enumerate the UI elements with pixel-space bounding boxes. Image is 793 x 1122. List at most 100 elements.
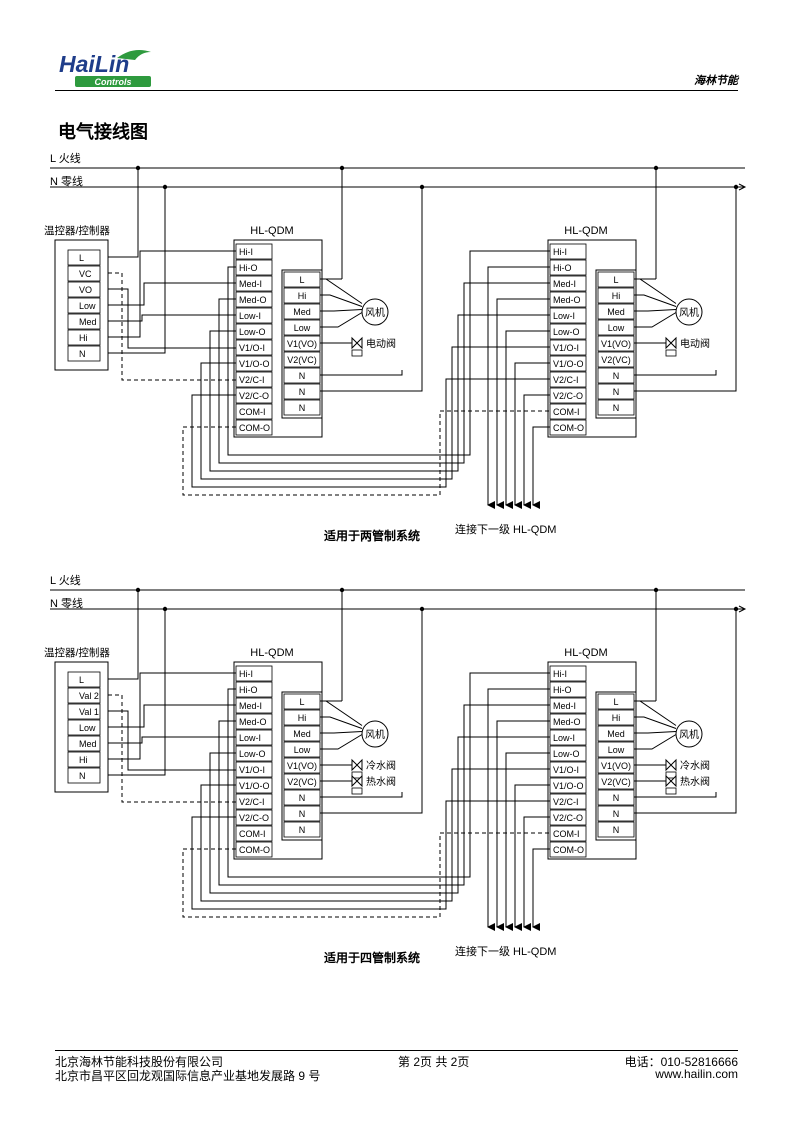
next-stage-wire bbox=[532, 426, 550, 509]
chain-wire bbox=[200, 346, 550, 480]
module-left-terminal-label: V1/O-O bbox=[553, 359, 584, 369]
fan-icon bbox=[361, 298, 389, 326]
junction-dot bbox=[162, 184, 168, 190]
fan-wire bbox=[320, 731, 363, 734]
module-left-terminal-label: V2/C-I bbox=[239, 375, 265, 385]
controller-speed-wire bbox=[108, 672, 236, 760]
module-right-terminal-label: Hi bbox=[612, 291, 621, 301]
next-stage-label: 连接下一级 HL-QDM bbox=[455, 945, 556, 958]
module-left-terminal-label: V2/C-I bbox=[553, 797, 579, 807]
module-left-terminal-label: Hi-I bbox=[553, 247, 567, 257]
module-left-terminal-label: Med-O bbox=[239, 295, 267, 305]
controller-terminal-label: N bbox=[79, 349, 86, 359]
module-right-terminal bbox=[283, 821, 321, 838]
hailin-logo: HaiLin Controls bbox=[59, 50, 151, 87]
fan-wire bbox=[320, 278, 363, 304]
controller-terminal bbox=[67, 767, 101, 784]
module-left-terminal-label: Med-I bbox=[239, 279, 262, 289]
neutral-line-arrow-icon bbox=[738, 605, 747, 613]
header-rule bbox=[55, 90, 738, 91]
junction-dot bbox=[339, 165, 345, 171]
module-right-terminal-label: Hi bbox=[298, 713, 307, 723]
module-left-terminal-label: Hi-I bbox=[239, 669, 253, 679]
module-left-terminal-label: V1/O-I bbox=[239, 765, 265, 775]
controller-terminal-label: Hi bbox=[79, 333, 88, 343]
module-left-terminal-label: V1/O-O bbox=[553, 781, 584, 791]
controller-title: 温控器/控制器 bbox=[44, 646, 110, 659]
junction-dot bbox=[733, 606, 739, 612]
controller-speed-wire bbox=[108, 314, 236, 322]
module-left-terminal-label: COM-I bbox=[239, 407, 266, 417]
valve-actuator-icon bbox=[665, 771, 677, 779]
module-left-terminal-label: Hi-O bbox=[239, 263, 258, 273]
controller-terminal bbox=[67, 703, 101, 720]
module-left-terminal-label: COM-O bbox=[553, 423, 584, 433]
chain-wire bbox=[182, 832, 550, 918]
module-right-terminal-label: Low bbox=[608, 745, 625, 755]
controller-terminal bbox=[67, 345, 101, 362]
logo-leaf-icon bbox=[117, 50, 151, 60]
next-stage-label: 连接下一级 HL-QDM bbox=[455, 523, 556, 536]
module-left-terminal-label: Low-I bbox=[553, 733, 575, 743]
junction-dot bbox=[339, 587, 345, 593]
valve-label: 电动阀 bbox=[366, 337, 396, 350]
module-left-terminal-label: Hi-I bbox=[239, 247, 253, 257]
module-left-terminal-label: Hi-O bbox=[553, 263, 572, 273]
module-right-terminal-label: N bbox=[299, 387, 306, 397]
controller-terminal-label: N bbox=[79, 771, 86, 781]
fan-icon bbox=[675, 720, 703, 748]
module-left-terminal-label: Hi-O bbox=[553, 685, 572, 695]
controller-terminal-label: VO bbox=[79, 285, 92, 295]
controller-terminal bbox=[67, 671, 101, 688]
diagram-caption: 适用于四管制系统 bbox=[324, 950, 420, 965]
controller-speed-wire bbox=[108, 704, 236, 728]
module-left-terminal-label: V1/O-O bbox=[239, 781, 270, 791]
valve-icon bbox=[351, 336, 363, 350]
controller-terminal bbox=[67, 249, 101, 266]
diagram-caption: 适用于两管制系统 bbox=[324, 528, 420, 543]
junction-dot bbox=[653, 165, 659, 171]
fan-wire bbox=[320, 294, 363, 307]
module-left-terminal-label: V2/C-O bbox=[553, 391, 583, 401]
chain-wire bbox=[209, 314, 550, 472]
module-left-terminal-label: Med-I bbox=[239, 701, 262, 711]
module-right-terminal-label: N bbox=[299, 825, 306, 835]
module-left-terminal-label: V2/C-I bbox=[239, 797, 265, 807]
next-stage-wire bbox=[523, 816, 550, 931]
module-left-terminal-label: V2/C-O bbox=[553, 813, 583, 823]
controller-terminal-label: VC bbox=[79, 269, 92, 279]
controller-terminal bbox=[67, 281, 101, 298]
fan-return-wire bbox=[320, 792, 403, 798]
junction-dot bbox=[653, 587, 659, 593]
module-right-terminal bbox=[283, 399, 321, 416]
next-stage-wire bbox=[487, 688, 550, 931]
logo-main-text: HaiLin bbox=[59, 51, 129, 77]
controller-live-wire bbox=[108, 590, 139, 680]
fan-label: 风机 bbox=[679, 306, 699, 319]
module-right-terminal-label: V1(VO) bbox=[601, 761, 631, 771]
fan-wire bbox=[634, 278, 677, 304]
controller-terminal-label: Val 1 bbox=[79, 707, 99, 717]
controller-terminal bbox=[67, 751, 101, 768]
chain-wire bbox=[227, 250, 550, 456]
controller-terminal-label: Val 2 bbox=[79, 691, 99, 701]
valve-actuator-icon bbox=[351, 787, 363, 795]
module-neutral-wire bbox=[320, 187, 423, 392]
module-title: HL-QDM bbox=[564, 647, 607, 659]
controller-neutral-wire bbox=[108, 187, 166, 354]
module-right-terminal-label: Low bbox=[294, 745, 311, 755]
next-stage-wire bbox=[496, 720, 550, 931]
module-left-terminal-label: Low-I bbox=[239, 311, 261, 321]
footer-phone: 电话：010-52816666 bbox=[624, 1055, 738, 1069]
controller-terminal-label: Hi bbox=[79, 755, 88, 765]
module-left-terminal-label: Med-I bbox=[553, 279, 576, 289]
junction-dot bbox=[135, 165, 141, 171]
live-line-label: L 火线 bbox=[50, 151, 81, 165]
valve-icon bbox=[665, 336, 677, 350]
footer-website: www.hailin.com bbox=[655, 1067, 738, 1081]
chain-wire bbox=[182, 410, 550, 496]
controller-title: 温控器/控制器 bbox=[44, 224, 110, 237]
controller-live-wire bbox=[108, 168, 139, 258]
fan-wire bbox=[320, 734, 363, 750]
fan-wire bbox=[634, 731, 677, 734]
